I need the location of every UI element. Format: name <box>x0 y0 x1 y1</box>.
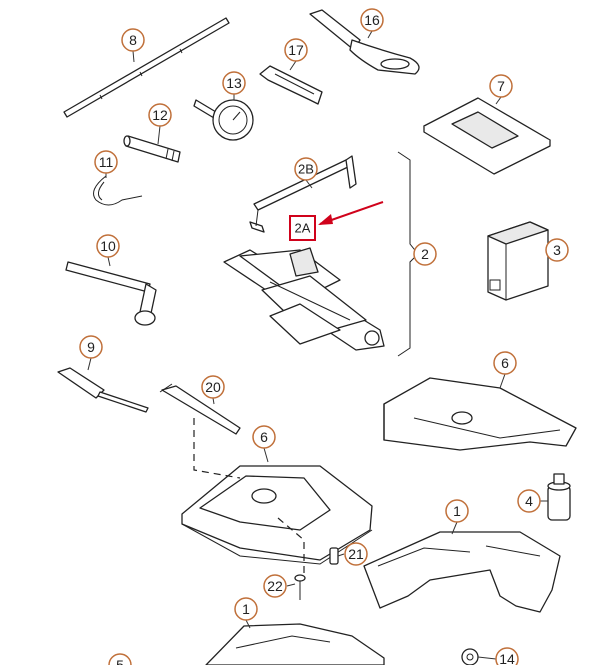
svg-text:2B: 2B <box>298 162 314 177</box>
part-11-spring-clip <box>93 175 143 206</box>
svg-text:21: 21 <box>348 546 364 562</box>
callout-20: 20 <box>201 375 225 399</box>
svg-text:12: 12 <box>152 107 168 123</box>
part-21-pin <box>329 547 339 565</box>
part-2-scissor-jack <box>223 247 385 351</box>
callout-2: 2 <box>413 242 437 266</box>
callout-3: 3 <box>545 238 569 262</box>
callout-2a: 2A <box>295 221 311 236</box>
svg-text:4: 4 <box>525 493 533 509</box>
svg-text:6: 6 <box>501 355 509 371</box>
part-17-clip <box>259 65 323 105</box>
callout-17: 17 <box>284 38 308 62</box>
callout-22: 22 <box>263 574 287 598</box>
part-22-screw <box>294 574 306 600</box>
part-16-towing-eye <box>309 9 420 75</box>
callout-13: 13 <box>222 71 246 95</box>
part-1-tray-right <box>363 531 561 613</box>
part-6-foam-insert-center <box>181 465 373 565</box>
callout-2b: 2B <box>294 157 318 181</box>
part-12-pin <box>123 135 181 163</box>
callout-6-center: 6 <box>252 425 276 449</box>
part-14-gear <box>461 648 479 665</box>
svg-text:13: 13 <box>226 75 242 91</box>
svg-text:7: 7 <box>497 78 505 94</box>
callout-5: 5 <box>108 653 132 665</box>
callout-7: 7 <box>489 74 513 98</box>
svg-text:22: 22 <box>267 578 283 594</box>
svg-text:2: 2 <box>421 246 429 262</box>
callout-4: 4 <box>517 489 541 513</box>
part-10-wheel-brace <box>65 261 157 326</box>
part-20-flat-tool <box>159 383 241 435</box>
part-4-canister <box>547 473 571 521</box>
callout-21: 21 <box>344 542 368 566</box>
part-8-rod <box>63 17 230 118</box>
svg-text:1: 1 <box>242 601 250 617</box>
svg-text:17: 17 <box>288 42 304 58</box>
callout-16: 16 <box>360 8 384 32</box>
callout-8: 8 <box>121 28 145 52</box>
part-9-screwdriver <box>57 367 149 413</box>
callout-14: 14 <box>495 647 519 665</box>
svg-text:16: 16 <box>364 12 380 28</box>
svg-text:6: 6 <box>260 429 268 445</box>
callout-9: 9 <box>79 335 103 359</box>
svg-text:8: 8 <box>129 32 137 48</box>
callout-6-right: 6 <box>493 351 517 375</box>
callout-1-right: 1 <box>445 499 469 523</box>
part-6-foam-insert-right <box>383 377 577 451</box>
callout-1-bottom: 1 <box>234 597 258 621</box>
svg-text:2A: 2A <box>295 221 311 236</box>
svg-text:11: 11 <box>99 154 114 170</box>
svg-text:9: 9 <box>87 339 95 355</box>
part-2a-highlight <box>289 201 384 241</box>
svg-text:10: 10 <box>100 238 116 254</box>
svg-text:1: 1 <box>453 503 461 519</box>
svg-text:20: 20 <box>205 379 221 395</box>
part-13-tyre-gauge <box>193 99 254 141</box>
svg-text:5: 5 <box>116 657 124 665</box>
part-1-tray-bottom <box>205 623 385 665</box>
part-7-pad <box>423 97 551 175</box>
callout-11: 11 <box>94 150 118 174</box>
part-2b-jack-handle <box>249 155 357 233</box>
callout-12: 12 <box>148 103 172 127</box>
callout-10: 10 <box>96 234 120 258</box>
svg-text:3: 3 <box>553 242 561 258</box>
part-3-box <box>487 221 549 301</box>
guide-lines <box>193 418 305 580</box>
svg-text:14: 14 <box>499 651 515 665</box>
